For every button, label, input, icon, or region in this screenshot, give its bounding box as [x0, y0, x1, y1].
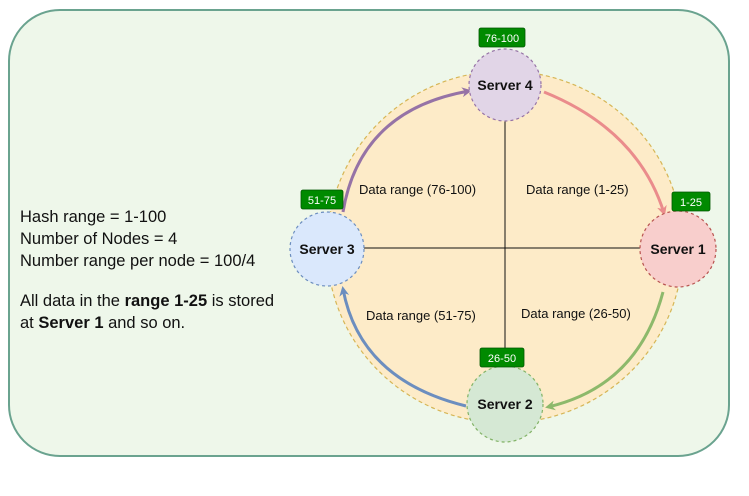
arrow-server1-to-server2 — [545, 291, 665, 411]
range-badge-text: 26-50 — [488, 353, 516, 365]
arrow-server4-to-server1 — [543, 90, 667, 216]
storage-note-line-1: All data in the range 1-25 is stored — [20, 291, 274, 312]
range-badge-text: 1-25 — [680, 197, 702, 209]
data-range-label-bottom-left: Data range (51-75) — [366, 308, 476, 323]
note-text: All data in the — [20, 292, 125, 310]
note-text: and so on. — [103, 314, 186, 332]
storage-note-line-2: at Server 1 and so on. — [20, 313, 185, 334]
data-range-label-bottom-right: Data range (26-50) — [521, 306, 631, 321]
data-range-label-top-left: Data range (76-100) — [359, 182, 476, 197]
server-label: Server 3 — [299, 241, 354, 257]
note-text: is stored — [207, 292, 275, 310]
server-node-1: Server 1 — [639, 210, 717, 288]
server-node-3: Server 3 — [289, 211, 365, 287]
number-of-nodes-text: Number of Nodes = 4 — [20, 230, 178, 248]
arrow-server3-to-server4 — [341, 87, 472, 213]
server-node-2: Server 2 — [466, 365, 544, 443]
server-label: Server 1 — [650, 241, 705, 257]
range-badge-text: 51-75 — [308, 195, 336, 207]
range-badge-server-1: 1-25 — [671, 191, 711, 212]
arrow-server2-to-server3 — [339, 286, 467, 408]
server-node-4: Server 4 — [468, 48, 542, 122]
note-bold-text: Server 1 — [38, 314, 104, 332]
hash-range-text: Hash range = 1-100 — [20, 208, 167, 226]
range-per-node-text: Number range per node = 100/4 — [20, 252, 256, 270]
range-badge-text: 76-100 — [485, 33, 519, 45]
server-label: Server 4 — [477, 77, 532, 93]
server-label: Server 2 — [477, 396, 532, 412]
note-text: at — [20, 314, 39, 332]
range-badge-server-3: 51-75 — [300, 189, 344, 210]
data-range-label-top-right: Data range (1-25) — [526, 182, 629, 197]
range-badge-server-4: 76-100 — [478, 27, 526, 48]
range-badge-server-2: 26-50 — [479, 347, 525, 368]
note-bold-text: range 1-25 — [124, 292, 208, 310]
